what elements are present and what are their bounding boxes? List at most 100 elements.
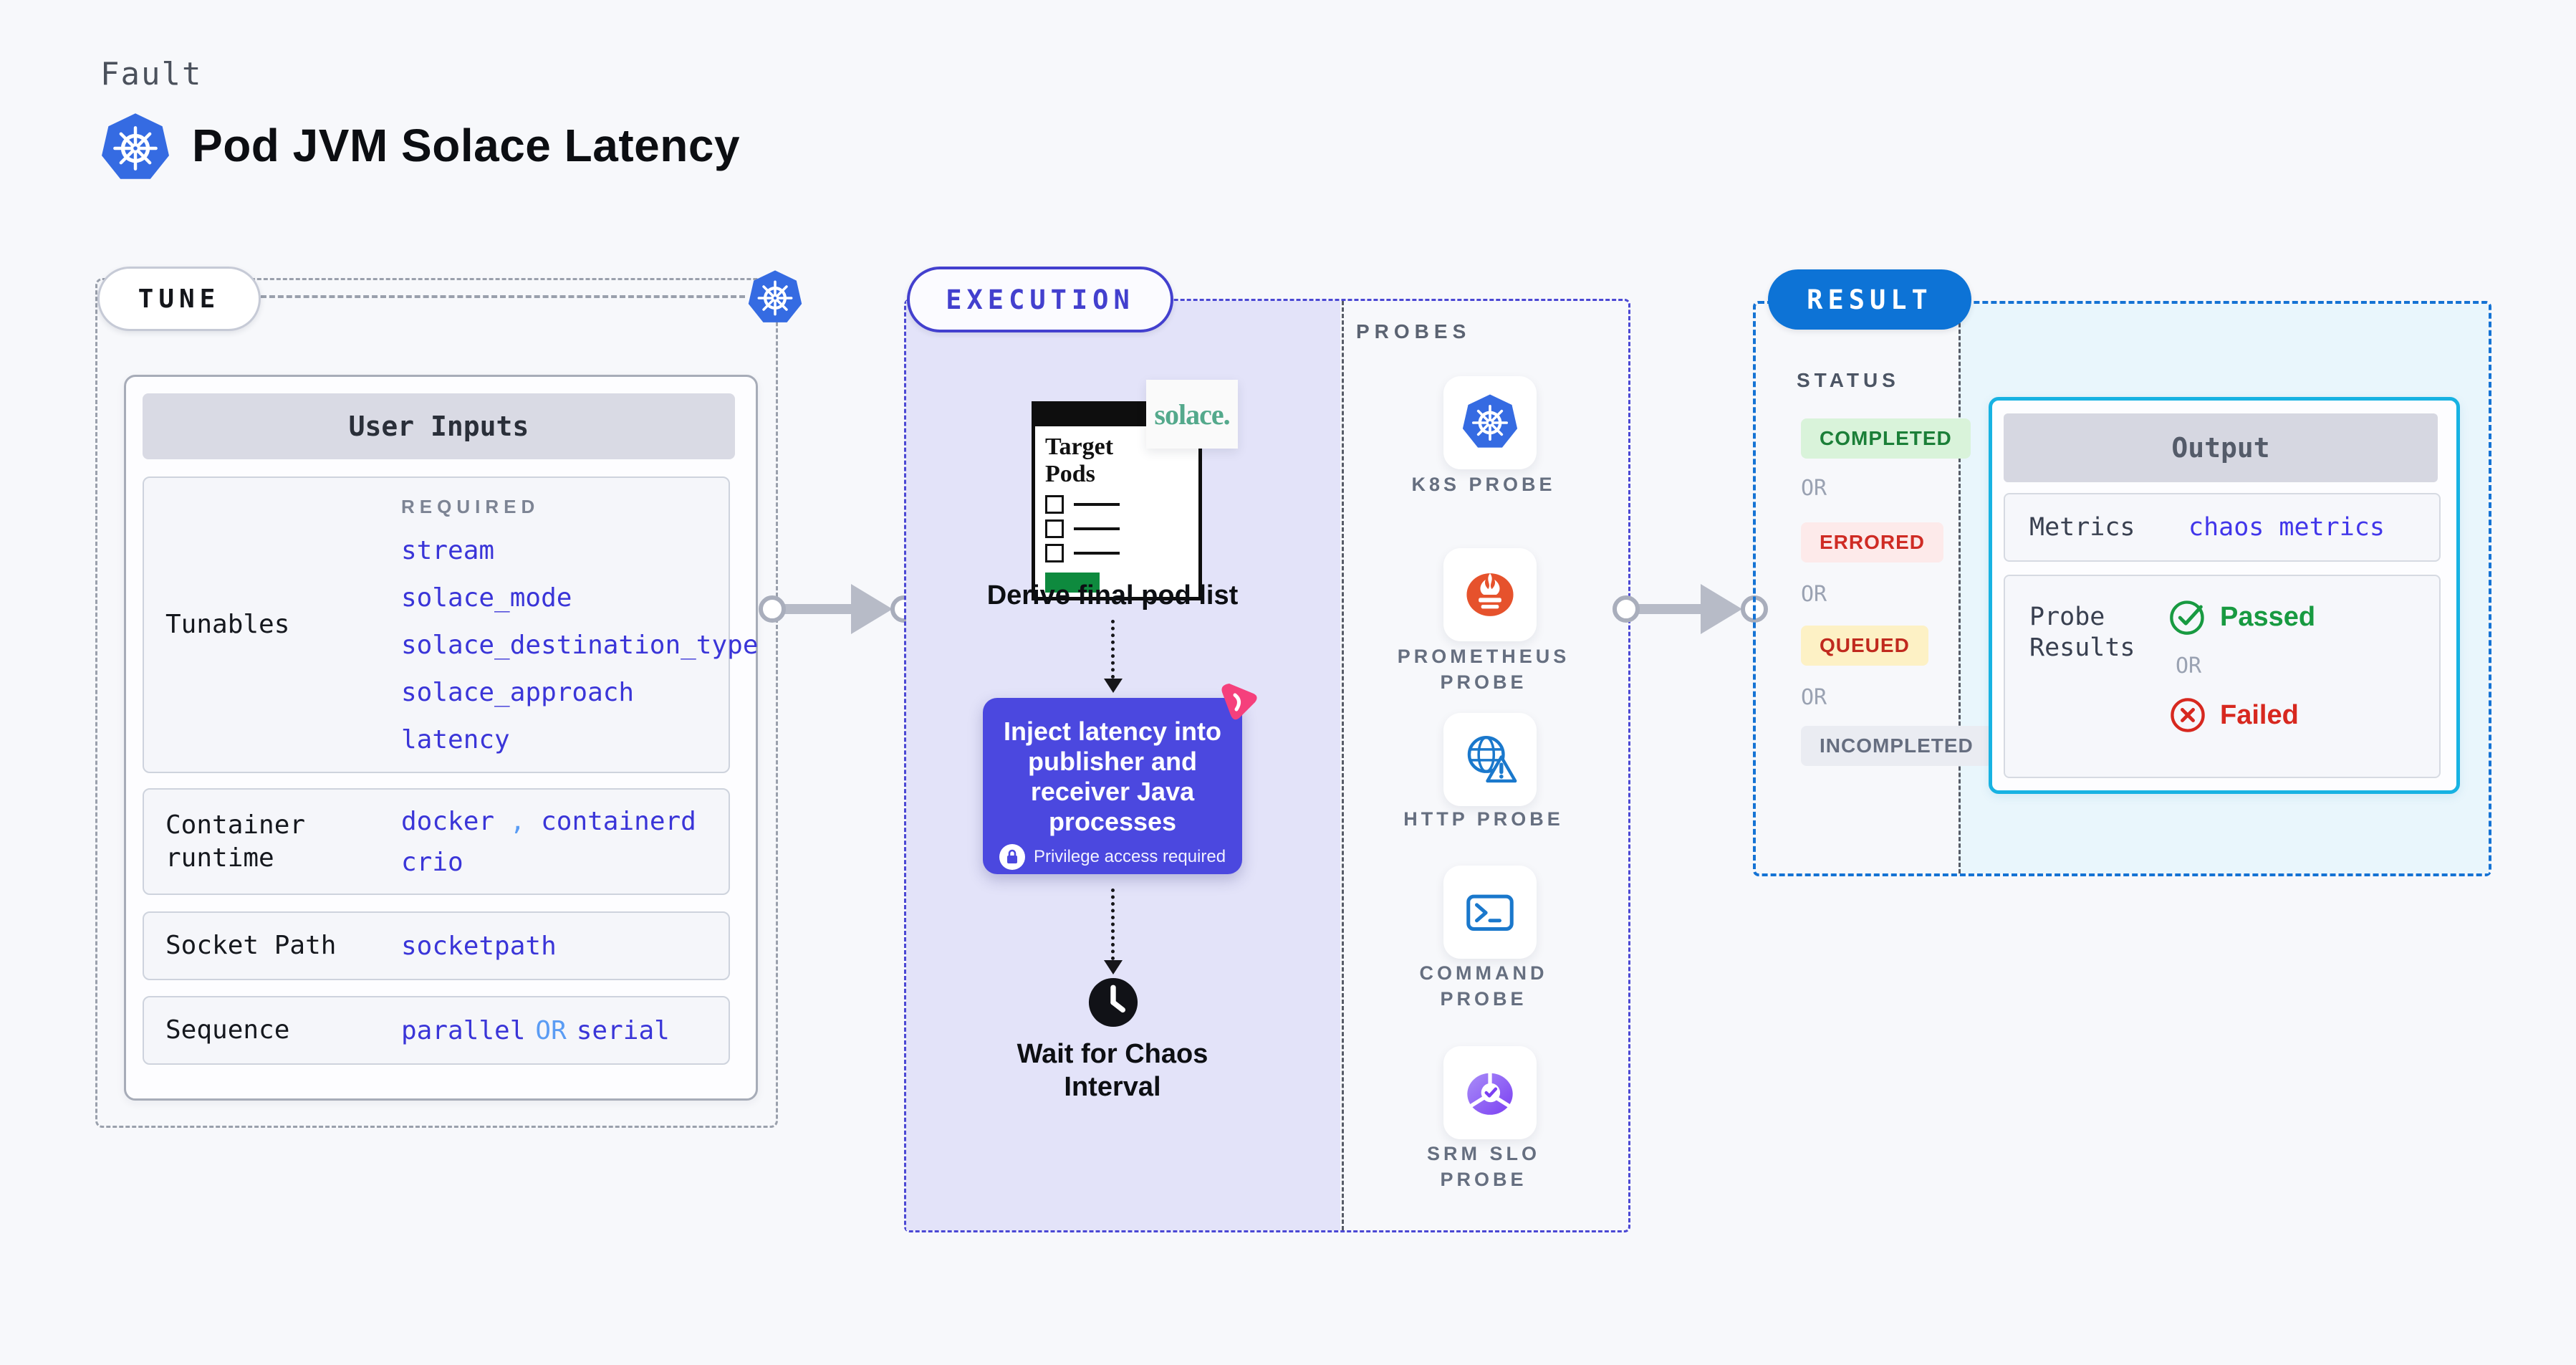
fault-kicker: Fault (100, 56, 203, 92)
x-circle-icon (2171, 698, 2205, 732)
container-runtime-values: docker , containerd crio (401, 790, 696, 894)
tunable-item: solace_mode (401, 583, 572, 613)
flow-dotted-line (1111, 889, 1115, 960)
user-inputs-header: User Inputs (143, 393, 735, 459)
result-badge: RESULT (1768, 269, 1971, 330)
probe-results-label: Probe Results (2029, 603, 2135, 662)
inject-text: publisher and (1027, 747, 1198, 776)
sequence-or: OR (535, 1015, 567, 1045)
sequence-option: serial (576, 1015, 670, 1045)
progress-bar (1045, 573, 1100, 593)
socket-path-label: Socket Path (165, 931, 337, 960)
inject-latency-step: Inject latency into publisher and receiv… (983, 698, 1242, 874)
list-line (1074, 503, 1120, 506)
execution-probes-divider (1342, 301, 1344, 1230)
runtime-value: crio (401, 847, 463, 877)
page-title: Pod JVM Solace Latency (192, 120, 741, 171)
inject-text: receiver Java (1030, 777, 1195, 806)
status-or: OR (1801, 685, 1827, 710)
tune-badge: TUNE (97, 267, 261, 331)
inject-text: Inject latency into (1003, 717, 1222, 746)
runtime-comma: , (509, 806, 526, 836)
tunable-item: solace_approach (401, 677, 635, 707)
target-pods-title: Target Pods (1045, 434, 1114, 487)
probe-label: HTTP PROBE (1403, 808, 1564, 830)
lock-icon (999, 844, 1025, 870)
inject-text: processes (1048, 807, 1177, 836)
probe-label: K8S PROBE (1411, 474, 1556, 495)
checkbox-icon (1045, 495, 1064, 514)
tunable-item: stream (401, 535, 495, 565)
pod-list-item (1045, 495, 1198, 514)
flow-arrowhead-icon (1701, 584, 1742, 634)
failed-result: Failed (2168, 696, 2315, 734)
solace-logo-card: solace. (1146, 380, 1238, 449)
probe-label: SRM SLO PROBE (1426, 1143, 1540, 1190)
kubernetes-icon (97, 110, 173, 186)
wait-chaos-label: Wait for Chaos (1017, 1039, 1208, 1069)
execution-badge: EXECUTION (907, 267, 1173, 332)
output-header: Output (2004, 413, 2438, 482)
privilege-note: Privilege access required (1033, 847, 1226, 866)
k8s-probe-icon (1459, 392, 1521, 454)
output-card: Output Metrics chaos metrics Probe Resul… (1989, 397, 2460, 794)
list-line (1074, 552, 1120, 555)
container-runtime-label: Container runtime (165, 810, 306, 873)
sequence-label: Sequence (165, 1015, 290, 1045)
runtime-value: docker (401, 806, 495, 836)
kubernetes-icon (745, 268, 805, 328)
status-badge-errored: ERRORED (1801, 522, 1944, 562)
pod-list-item (1045, 544, 1198, 562)
solace-logo: solace. (1154, 398, 1230, 431)
probe-card (1443, 1046, 1537, 1139)
metrics-label: Metrics (2029, 512, 2135, 542)
connector-dot (1613, 595, 1640, 623)
tunables-row: Tunables REQUIRED stream solace_mode sol… (143, 476, 759, 773)
metrics-value: chaos metrics (2188, 513, 2385, 542)
probe-card (1443, 713, 1537, 806)
flow-arrowhead-icon (1104, 679, 1123, 693)
metrics-row: Metrics chaos metrics (2004, 493, 2441, 562)
tunables-label: Tunables (165, 610, 290, 639)
status-badge-incompleted: INCOMPLETED (1801, 726, 1992, 766)
container-runtime-row: Container runtime docker , containerd cr… (143, 788, 730, 895)
list-line (1074, 527, 1120, 530)
probe-results-row: Probe Results Passed OR Failed (2004, 575, 2441, 778)
flow-dotted-line (1111, 620, 1115, 679)
flow-arrow (1635, 604, 1706, 614)
tune-section-box (95, 278, 778, 1128)
pod-list-item (1045, 519, 1198, 538)
result-or: OR (2176, 653, 2202, 679)
status-or: OR (1801, 476, 1827, 501)
srm-slo-probe-icon (1467, 1071, 1513, 1115)
sequence-row: Sequence parallel OR serial (143, 996, 730, 1065)
command-probe-icon (1466, 894, 1514, 931)
status-or: OR (1801, 582, 1827, 607)
status-header: STATUS (1797, 369, 1900, 391)
connector-dot (759, 595, 786, 623)
socket-path-row: Socket Path socketpath (143, 911, 730, 980)
tunables-values: REQUIRED stream solace_mode solace_desti… (401, 478, 759, 772)
probe-label: PROMETHEUS PROBE (1397, 646, 1570, 693)
status-badge-queued: QUEUED (1801, 626, 1928, 666)
result-divider (1959, 304, 1961, 873)
required-label: REQUIRED (401, 495, 540, 517)
status-badge-completed: COMPLETED (1801, 418, 1971, 459)
http-probe-icon (1467, 736, 1517, 783)
flow-arrow (781, 604, 857, 614)
passed-result: Passed (2168, 598, 2315, 636)
tunable-item: latency (401, 724, 510, 755)
checkbox-icon (1045, 519, 1064, 538)
derive-pod-list-label: Derive final pod list (986, 580, 1239, 610)
probe-card (1443, 376, 1537, 469)
chaos-pink-icon (1221, 684, 1257, 720)
runtime-value: containerd (541, 806, 696, 836)
sequence-option: parallel (401, 1015, 526, 1045)
wait-chaos-label: Interval (1064, 1072, 1161, 1102)
probe-card (1443, 866, 1537, 959)
tune-connector-line (261, 295, 745, 298)
prometheus-probe-icon (1466, 573, 1514, 616)
failed-label: Failed (2220, 699, 2299, 730)
checkbox-icon (1045, 544, 1064, 562)
probes-header: PROBES (1356, 320, 1471, 343)
